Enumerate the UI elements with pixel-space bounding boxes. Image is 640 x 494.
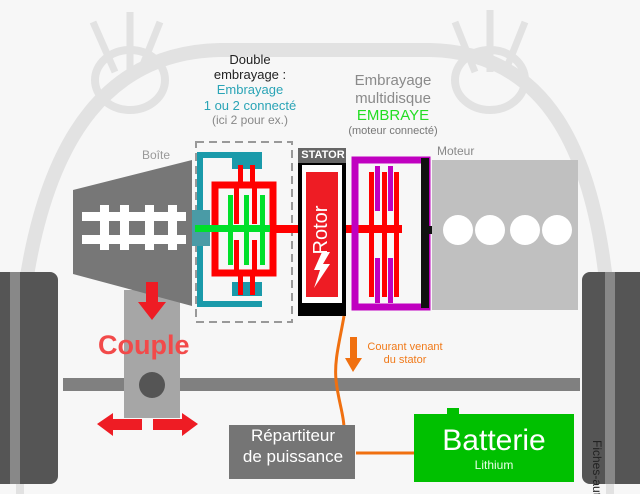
battery-type-label: Lithium: [474, 458, 514, 472]
multi-purple-discs: [375, 166, 393, 303]
current-label: Courant venant du stator: [364, 341, 446, 367]
flywheel: [421, 158, 429, 308]
axle: [63, 378, 580, 391]
car-body-outline: [13, 43, 617, 331]
multi-red-discs: [369, 172, 399, 297]
multi-clutch-note: (moteur connecté): [348, 124, 438, 137]
power-split-label: Répartiteur de puissance: [230, 425, 356, 468]
power-split-box: [229, 425, 355, 479]
teal-clutch-bottom: [232, 282, 262, 296]
headlight-rays: [89, 10, 529, 74]
gearbox: [73, 160, 192, 306]
multi-clutch-label: Embrayage multidisque EMBRAYE (moteur co…: [333, 72, 453, 138]
engine-label: Moteur: [437, 144, 475, 158]
left-wheel: [0, 272, 58, 484]
battery-terminal: [447, 408, 459, 416]
credit-watermark: Fiches-auto.fr: [590, 440, 604, 494]
engine-cylinders: [443, 215, 572, 245]
crank-stub: [427, 226, 433, 234]
multi-clutch-title-1: Embrayage: [354, 72, 432, 89]
lightning-icon: [314, 252, 330, 288]
stator-label: STATOR: [301, 149, 345, 161]
torque-label: Couple: [98, 330, 190, 360]
rotor-label: Rotor: [310, 205, 333, 255]
double-clutch-title-2: embrayage :: [213, 67, 287, 83]
current-wire: [334, 315, 346, 429]
current-label-2: du stator: [383, 353, 427, 366]
stator-label-bg: [298, 148, 346, 163]
teal-clutch-top: [232, 155, 262, 169]
battery-label: Batterie: [442, 424, 546, 457]
power-split-label-2: de puissance: [242, 447, 344, 467]
double-clutch-state-2: 1 ou 2 connecté: [203, 97, 297, 113]
double-clutch-title-1: Double: [229, 52, 271, 67]
rotor: [306, 172, 338, 297]
multi-clutch-title-2: multidisque: [355, 89, 431, 107]
red-clutch-teeth: [234, 165, 257, 295]
left-wheel-highlight: [10, 272, 20, 484]
double-clutch-state-1: Embrayage: [216, 82, 284, 98]
current-arrow-down-icon: [345, 337, 362, 372]
gearbox-gears: [82, 205, 186, 250]
double-clutch-label: Double embrayage : Embrayage 1 ou 2 conn…: [200, 52, 300, 127]
double-clutch-note: (ici 2 pour ex.): [211, 112, 289, 127]
multi-clutch-state: EMBRAYE: [356, 107, 430, 125]
arrow-down-icon: [138, 282, 166, 320]
power-split-label-1: Répartiteur: [250, 426, 336, 445]
arrow-right-icon: [153, 413, 198, 436]
differential: [139, 372, 165, 398]
arrow-left-icon: [97, 413, 142, 436]
current-label-1: Courant venant: [367, 341, 443, 353]
gearbox-label: Boîte: [142, 148, 171, 162]
battery: [414, 414, 574, 482]
green-discs: [228, 195, 265, 265]
right-wheel-highlight: [605, 272, 615, 484]
